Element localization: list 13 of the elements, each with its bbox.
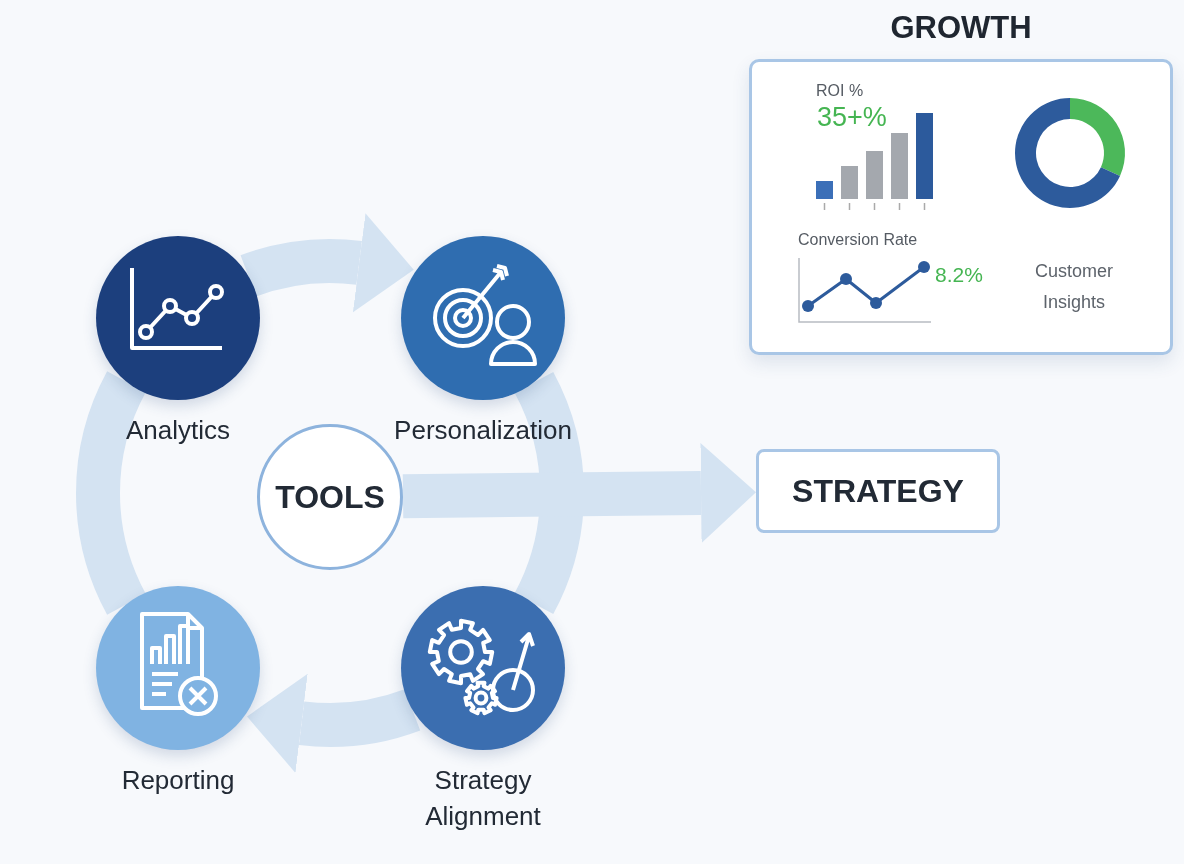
metric-value: 35+%: [817, 102, 887, 133]
flow-arrow: [241, 212, 415, 313]
flow-arrow: [246, 673, 419, 774]
step-label: Reporting: [120, 764, 236, 797]
metric-value: 8.2%: [935, 263, 983, 287]
step-label: Strategy Alignment: [424, 764, 542, 834]
flow-arrow: [402, 442, 756, 543]
outcome-box: STRATEGY: [756, 449, 1000, 533]
metric-label: Conversion Rate: [798, 231, 918, 249]
step-label: Analytics: [124, 414, 231, 447]
panel-heading: GROWTH: [889, 10, 1033, 46]
metric-label: ROI %: [816, 82, 864, 100]
metric-label: Customer Insights: [1034, 260, 1114, 314]
